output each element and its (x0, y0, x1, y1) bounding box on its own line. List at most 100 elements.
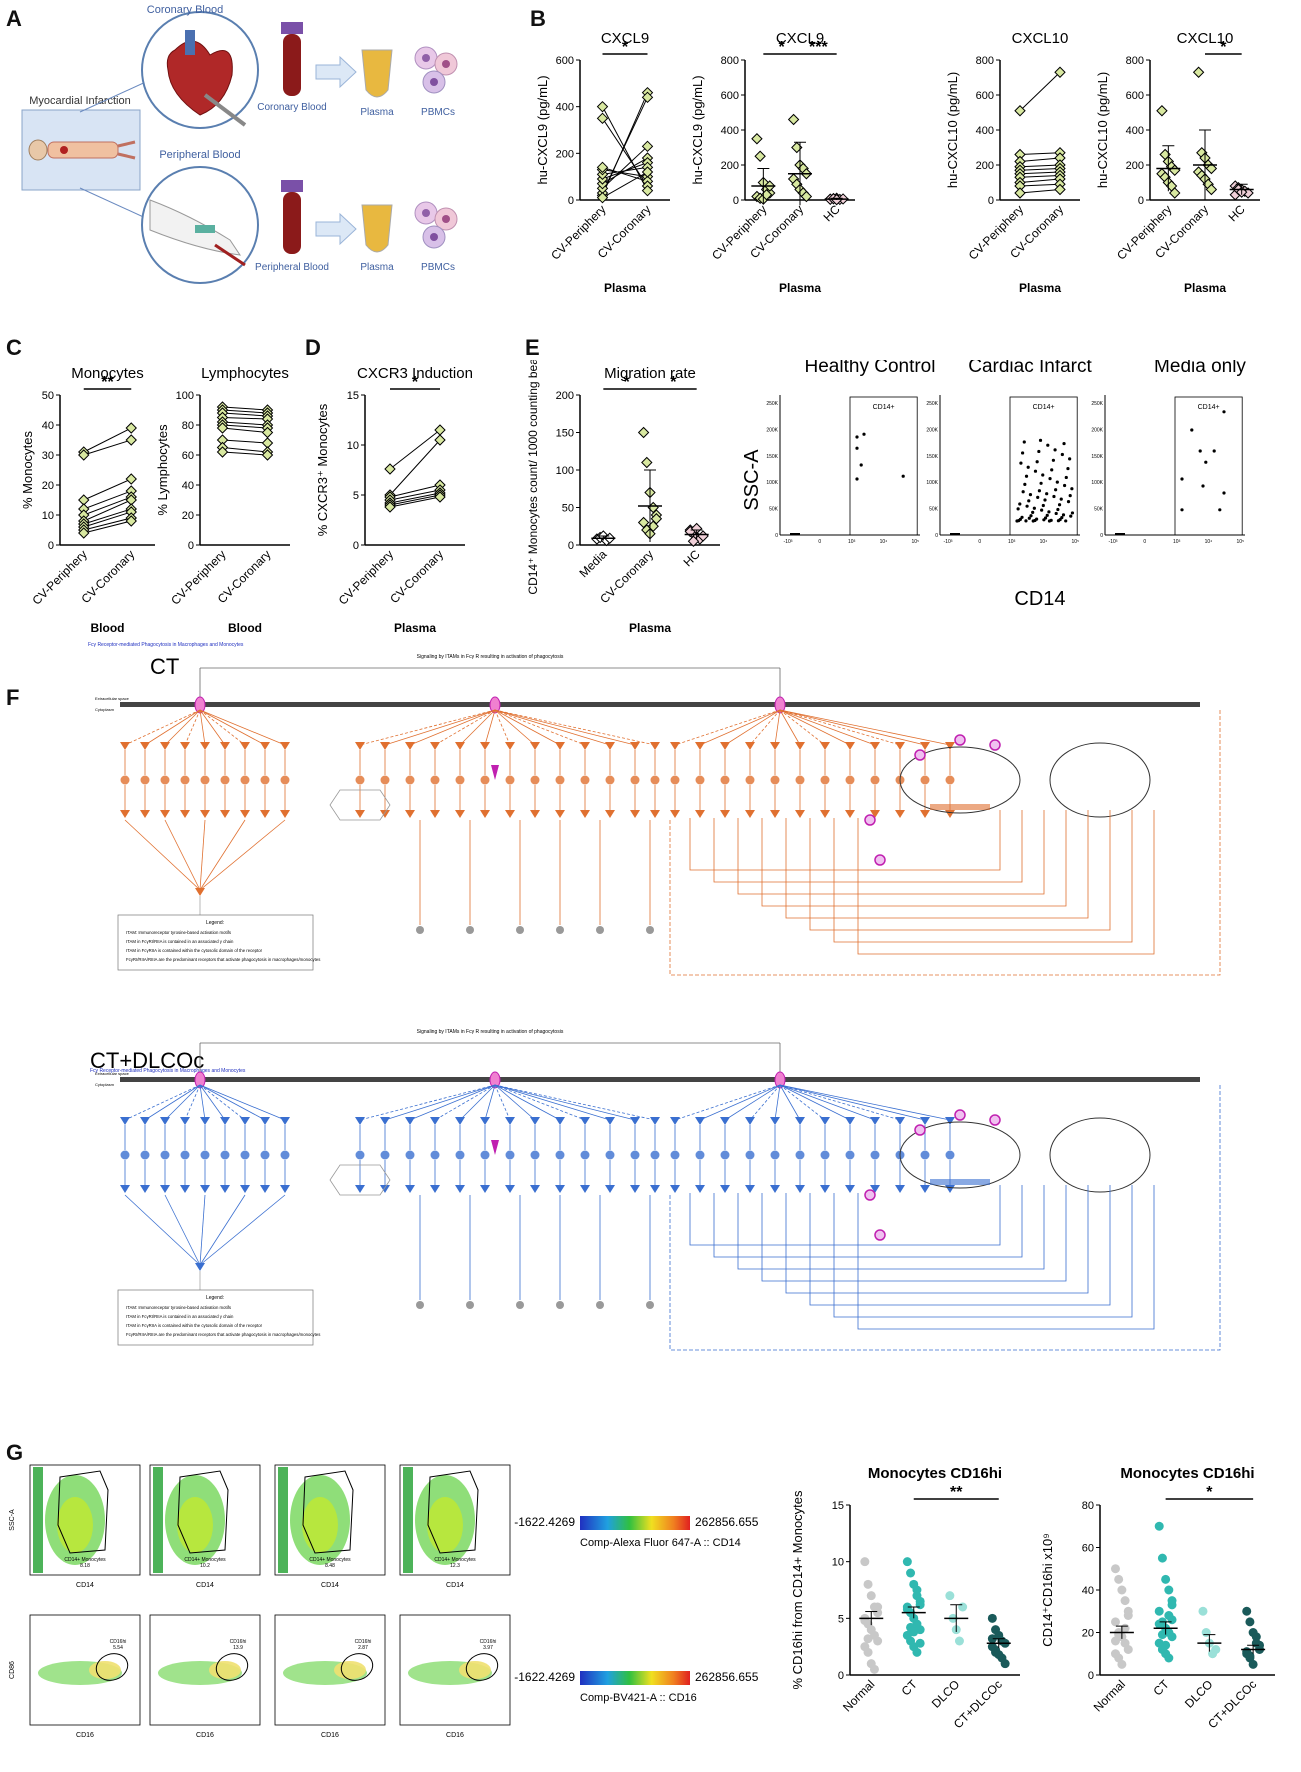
flow-density (89, 1661, 121, 1679)
flow-ylabel: SSC-A (9, 1509, 16, 1531)
pathway-edge (199, 1084, 246, 1121)
data-point (596, 191, 609, 204)
pathway-node (405, 742, 415, 750)
gate-rect (849, 396, 918, 536)
data-point (873, 1636, 883, 1646)
pathway-node (820, 775, 830, 785)
chart-title: Monocytes (71, 365, 144, 382)
chart-title: Lymphocytes (201, 365, 289, 382)
y-tick-label: 60 (182, 450, 194, 462)
pathway-node (820, 742, 830, 750)
y-tick-label: 600 (721, 90, 739, 102)
pathway-node (140, 775, 150, 785)
y-tick-label: 150 (556, 428, 574, 440)
blood-tube-2 (281, 180, 303, 254)
phagosome-node (874, 1229, 886, 1241)
data-point (1110, 1617, 1120, 1627)
flow-event (1035, 460, 1039, 464)
flow-event (1061, 513, 1066, 517)
pathway-node (555, 810, 565, 818)
data-point (1054, 66, 1066, 78)
flow-tick: 50K (1094, 507, 1104, 513)
flow-tick: 10³ (848, 539, 856, 545)
flow-density (334, 1661, 366, 1679)
phagosome-bar (930, 1179, 990, 1185)
x-tick-label: DLCO (929, 1677, 962, 1710)
hexagon-node (329, 789, 391, 821)
pathway-node (220, 742, 230, 750)
flow-event (1047, 510, 1051, 514)
pathway-node (695, 810, 705, 818)
pair-line (222, 451, 268, 456)
flow-event (1064, 475, 1068, 480)
pbmcs-label: PBMCs (421, 107, 455, 118)
gate-value: 3.97 (483, 1645, 493, 1651)
gate-rect (1009, 396, 1078, 536)
pathway-node (260, 1150, 270, 1160)
flow-event (1037, 489, 1041, 493)
gate-label: CD14+ (1033, 404, 1055, 411)
pathway-node (355, 810, 365, 818)
pathway-edge (199, 709, 246, 746)
pathway-node (770, 1185, 780, 1193)
feedback-loop (669, 1085, 1221, 1351)
legend-line: FcγRI/RIIA/RIIIA are the predominant rec… (126, 957, 320, 962)
legend-box (117, 1289, 314, 1346)
pathway-node (870, 1117, 880, 1125)
pathway-node (200, 1150, 210, 1160)
pathway-node (695, 1150, 705, 1160)
data-point (1164, 1653, 1174, 1663)
pathway-node (555, 1185, 565, 1193)
y-tick-label: 0 (568, 540, 574, 552)
pair-line (222, 421, 268, 426)
pathway-edge (199, 709, 226, 746)
plasma-label: Plasma (360, 107, 394, 118)
flow-event (1027, 516, 1031, 520)
pathway-node (795, 775, 805, 785)
flow-tick: 0 (775, 533, 778, 539)
pathway-node (220, 1117, 230, 1125)
pathway-node (120, 1117, 130, 1125)
flow-density (209, 1661, 241, 1679)
pathway-node (260, 1185, 270, 1193)
ctdlco-label: CT+DLCOc (90, 1048, 204, 1073)
pathway-node (745, 1150, 755, 1160)
pathway-node (795, 1117, 805, 1125)
pathway-node (140, 1117, 150, 1125)
flow-tick: -10³ (1109, 539, 1118, 545)
pathway-node (555, 742, 565, 750)
tourniquet-shape (195, 225, 215, 233)
x-tick-label: HC (1226, 202, 1248, 224)
flow-tick: 10⁵ (1071, 539, 1079, 545)
flow-xlabel: CD16 (446, 1732, 464, 1739)
data-point (1161, 1574, 1171, 1584)
pathway-node (455, 742, 465, 750)
flow-xlabel: CD14 (196, 1582, 214, 1589)
flow-event (1024, 474, 1029, 478)
coronary-label: Coronary Blood (147, 4, 223, 16)
feedback-loop (857, 810, 1155, 955)
data-point (1245, 1651, 1255, 1661)
chart-title: CXCR3 Induction (357, 365, 473, 382)
pair-line (1019, 175, 1061, 178)
pathway-node (380, 810, 390, 818)
flow-event (1037, 449, 1041, 454)
actin-node (195, 888, 205, 896)
feedback-loop (857, 1185, 1155, 1330)
panel-label-g: G (6, 1440, 24, 1465)
flow-tick: 200K (766, 427, 778, 433)
pathway-edge (749, 1084, 781, 1121)
pathway-node (260, 810, 270, 818)
phagosome-bar (930, 804, 990, 810)
flow-event (1039, 481, 1043, 485)
flow-tick: -10³ (784, 539, 793, 545)
y-tick-label: 10 (832, 1557, 844, 1569)
phagosome-node (989, 1114, 1001, 1126)
x-tick-label: CV-Periphery (336, 547, 396, 607)
hexagon-node (329, 1164, 391, 1196)
flow-event (1049, 518, 1053, 522)
flow-baseline (1115, 533, 1125, 535)
pathway-node (820, 1185, 830, 1193)
